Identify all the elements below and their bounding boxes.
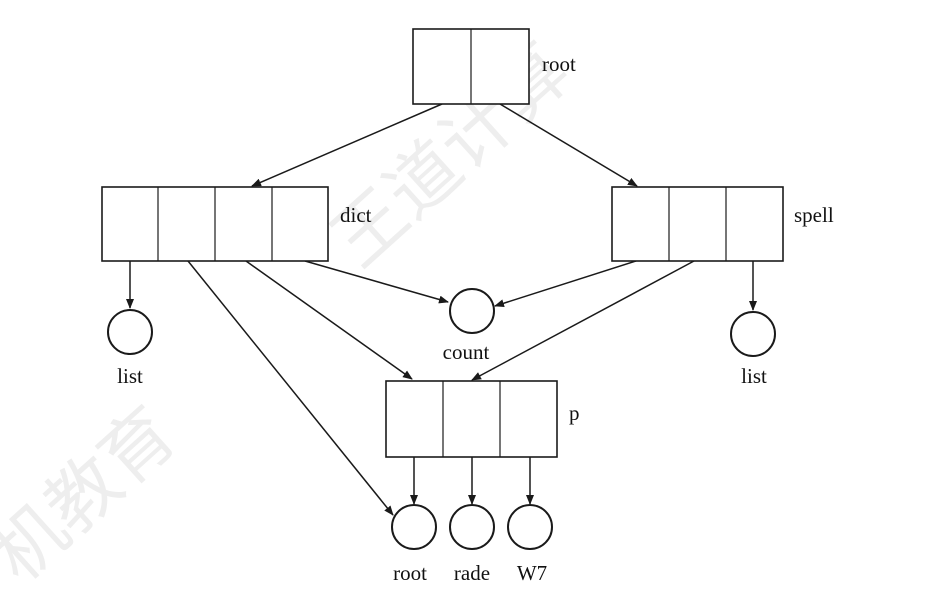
watermark-text-bottom: 机教育 [0, 391, 192, 595]
edge-dict-leaf-root [187, 260, 394, 516]
edge-spell-count [494, 260, 637, 308]
edge-dict-p [245, 260, 413, 380]
node-count: count [443, 288, 495, 364]
edge-root-spell [499, 103, 638, 187]
leaf-root-label: root [393, 561, 427, 585]
node-root: root [412, 28, 576, 105]
root-label: root [542, 52, 576, 76]
leaf-root-circle [391, 504, 437, 550]
edge-root-dict [251, 103, 443, 187]
count-circle [449, 288, 495, 334]
leaf-rade-circle [449, 504, 495, 550]
list-right-label: list [741, 364, 767, 388]
edges [126, 103, 757, 516]
edge-dict-count [304, 260, 449, 304]
p-box [385, 380, 558, 458]
node-spell: spell [611, 186, 834, 262]
list-left-label: list [117, 364, 143, 388]
leaf-w7-label: W7 [517, 561, 547, 585]
p-label: p [569, 401, 580, 425]
node-leaf-w7: W7 [507, 504, 553, 585]
node-leaf-root: root [391, 504, 437, 585]
edge-spell-p [471, 260, 695, 381]
spell-label: spell [794, 203, 834, 227]
watermark: 王道计算 机教育 [0, 27, 585, 595]
node-leaf-rade: rade [449, 504, 495, 585]
node-list-left: list [107, 309, 153, 388]
node-list-right: list [730, 311, 776, 388]
list-right-circle [730, 311, 776, 357]
list-left-circle [107, 309, 153, 355]
dict-label: dict [340, 203, 372, 227]
node-p: p [385, 380, 580, 458]
count-label: count [443, 340, 490, 364]
spell-box [611, 186, 784, 262]
leaf-w7-circle [507, 504, 553, 550]
node-dict: dict [101, 186, 372, 262]
leaf-rade-label: rade [454, 561, 490, 585]
